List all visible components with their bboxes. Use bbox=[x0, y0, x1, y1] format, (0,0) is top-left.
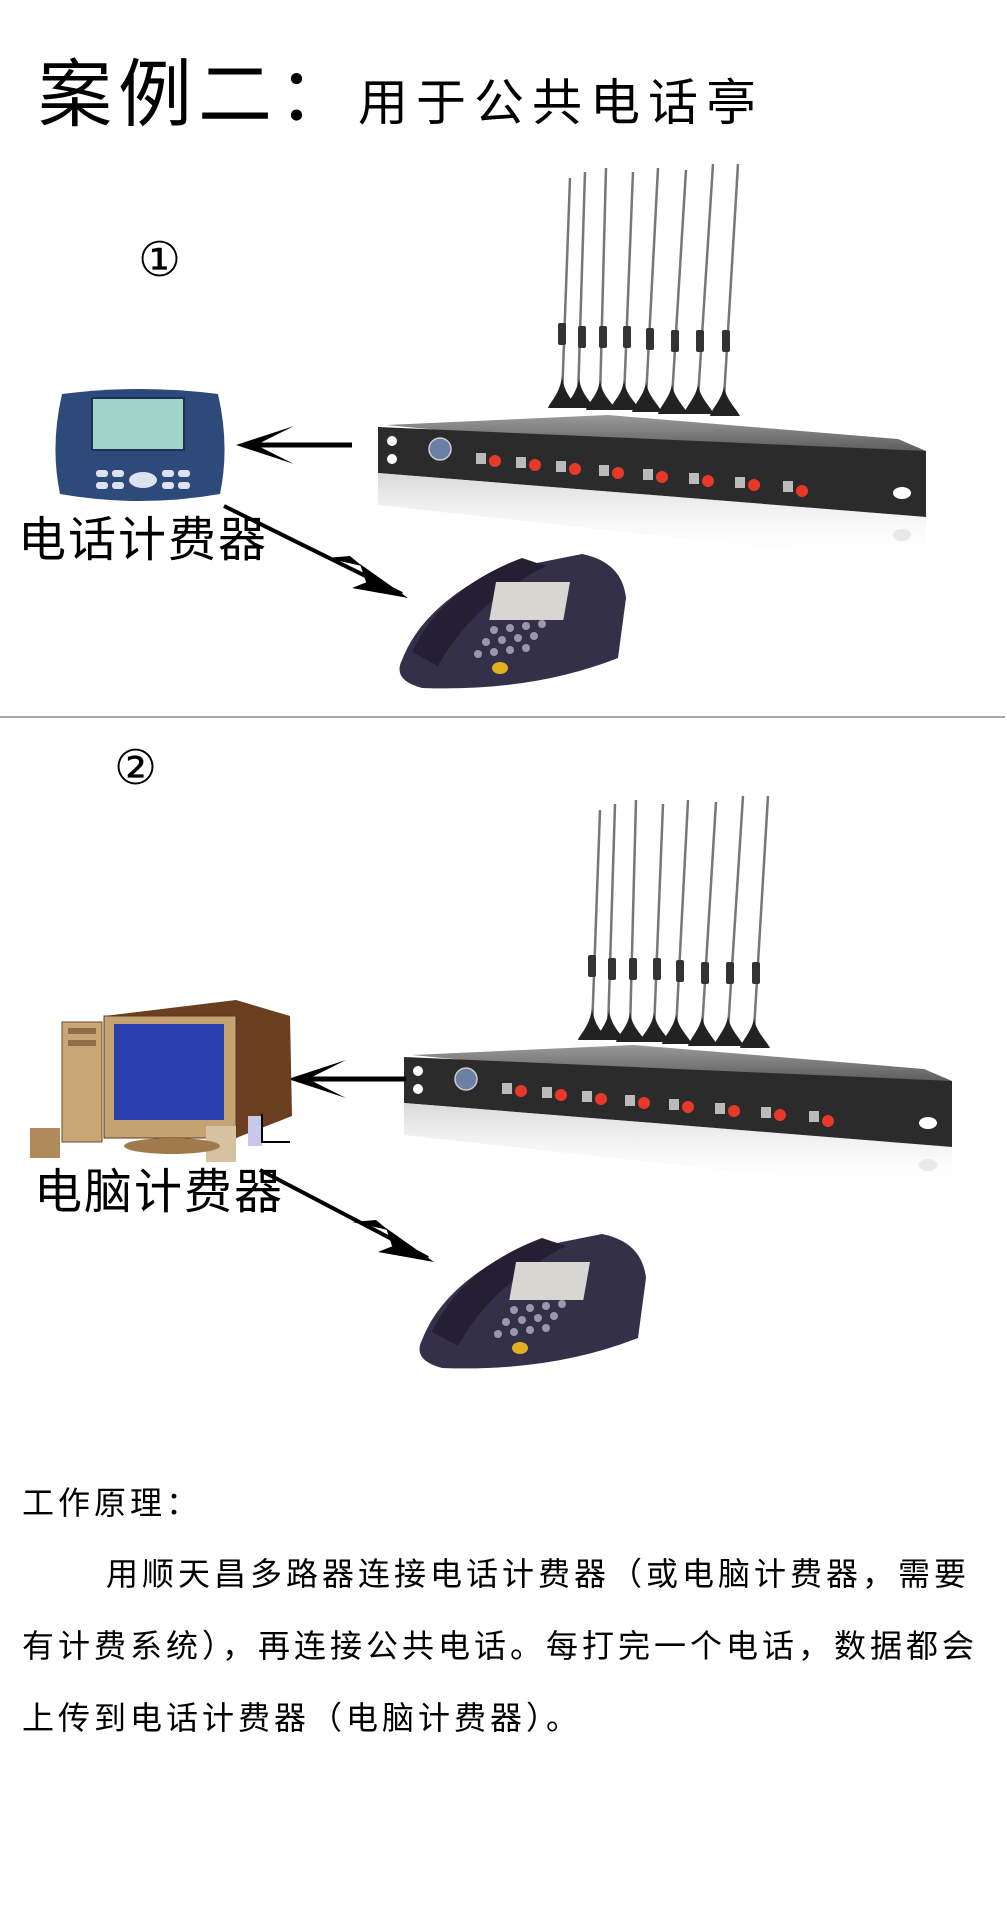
left-arrow-icon bbox=[288, 1060, 406, 1098]
computer-billing-label: 电脑计费器 bbox=[34, 1164, 285, 1220]
phone-billing-meter-label: 电话计费器 bbox=[18, 512, 269, 568]
desk-telephone-device bbox=[399, 554, 626, 689]
double-arrow-icon bbox=[259, 1168, 434, 1262]
page-title: 案例二：用于公共电话亭 bbox=[38, 58, 764, 132]
gsm-multiplexer-device bbox=[404, 1045, 952, 1195]
section-divider bbox=[0, 716, 1005, 718]
case-2-number: ② bbox=[114, 740, 158, 796]
antenna-array-icon bbox=[578, 795, 770, 1048]
title-prefix: 案例二： bbox=[38, 52, 358, 138]
title-main: 用于公共电话亭 bbox=[358, 74, 764, 132]
desk-telephone-device bbox=[419, 1234, 646, 1369]
left-arrow-icon bbox=[236, 426, 352, 464]
double-arrow-icon bbox=[223, 504, 408, 598]
gsm-multiplexer-device bbox=[378, 415, 926, 565]
desktop-computer-device bbox=[30, 1000, 292, 1162]
case-1-number: ① bbox=[138, 232, 182, 288]
antenna-array-icon bbox=[548, 163, 740, 416]
principle-paragraph: 用顺天昌多路器连接电话计费器（或电脑计费器，需要有计费系统），再连接公共电话。每… bbox=[22, 1555, 979, 1737]
principle-heading: 工作原理： bbox=[22, 1484, 203, 1522]
phone-billing-meter-device bbox=[55, 389, 225, 501]
